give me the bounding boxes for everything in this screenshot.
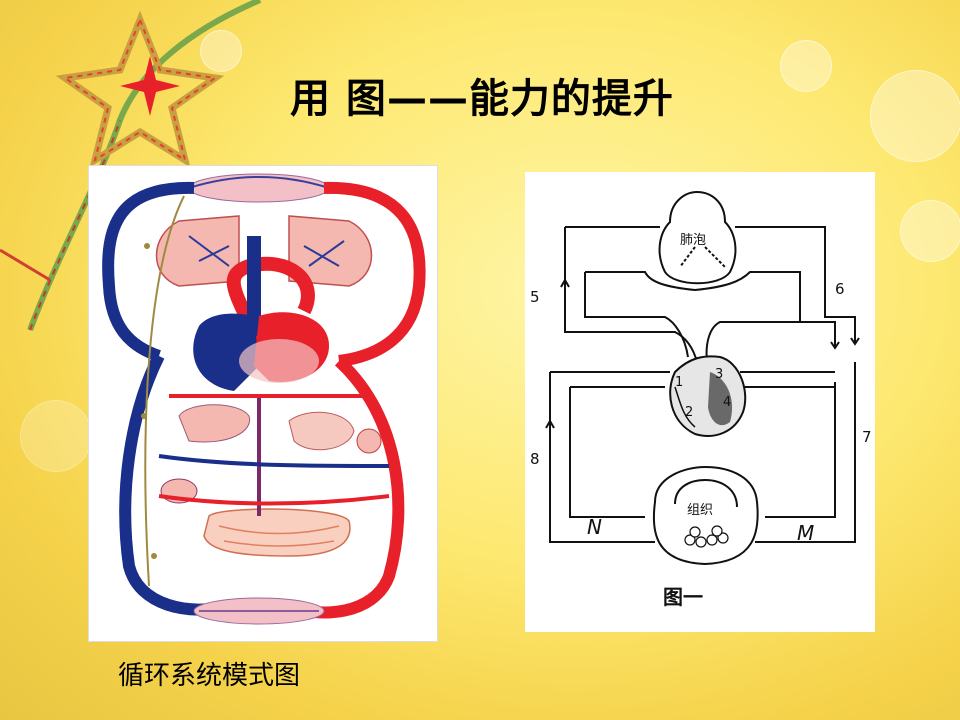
- letter-m: M: [797, 521, 814, 545]
- heart-chamber-1: 1: [675, 375, 683, 390]
- heart-chamber-2: 2: [685, 405, 693, 420]
- slide-title: 用 图——能力的提升: [290, 66, 810, 130]
- heart-chamber-3: 3: [715, 367, 723, 382]
- title-part2: 能力的提升: [468, 76, 674, 122]
- circulation-illustration: [102, 173, 426, 625]
- circulation-model-image: [88, 165, 438, 642]
- letter-n: N: [587, 515, 602, 539]
- left-image-caption: 循环系统模式图: [118, 661, 301, 691]
- figure-label: 图一: [663, 585, 703, 609]
- heart-shape: [669, 355, 747, 437]
- schematic-diagram: 肺泡 组织 5 6 7 8 1 2 3 4 N M 图一: [525, 172, 875, 632]
- label-5: 5: [530, 288, 540, 306]
- heart-chamber-4: 4: [723, 395, 731, 410]
- bokeh-circle: [200, 30, 242, 72]
- label-6: 6: [835, 280, 845, 298]
- title-dash: ——: [386, 76, 469, 122]
- schematic-circulation-svg: 肺泡 组织 5 6 7 8 1 2 3 4 N M 图一: [530, 190, 872, 609]
- label-8: 8: [530, 450, 540, 468]
- top-bulb-outline: [658, 190, 737, 285]
- top-bulb-label: 肺泡: [680, 233, 706, 248]
- title-part1: 用 图: [290, 76, 387, 122]
- label-7: 7: [862, 428, 872, 446]
- bokeh-circle: [20, 400, 92, 472]
- bokeh-circle: [870, 70, 960, 162]
- bottom-bulb-label: 组织: [687, 503, 713, 518]
- bottom-bulb-outline: [652, 465, 759, 566]
- bokeh-circle: [900, 200, 960, 262]
- bokeh-circle: [780, 40, 832, 92]
- decorative-star-branch: [0, 0, 262, 332]
